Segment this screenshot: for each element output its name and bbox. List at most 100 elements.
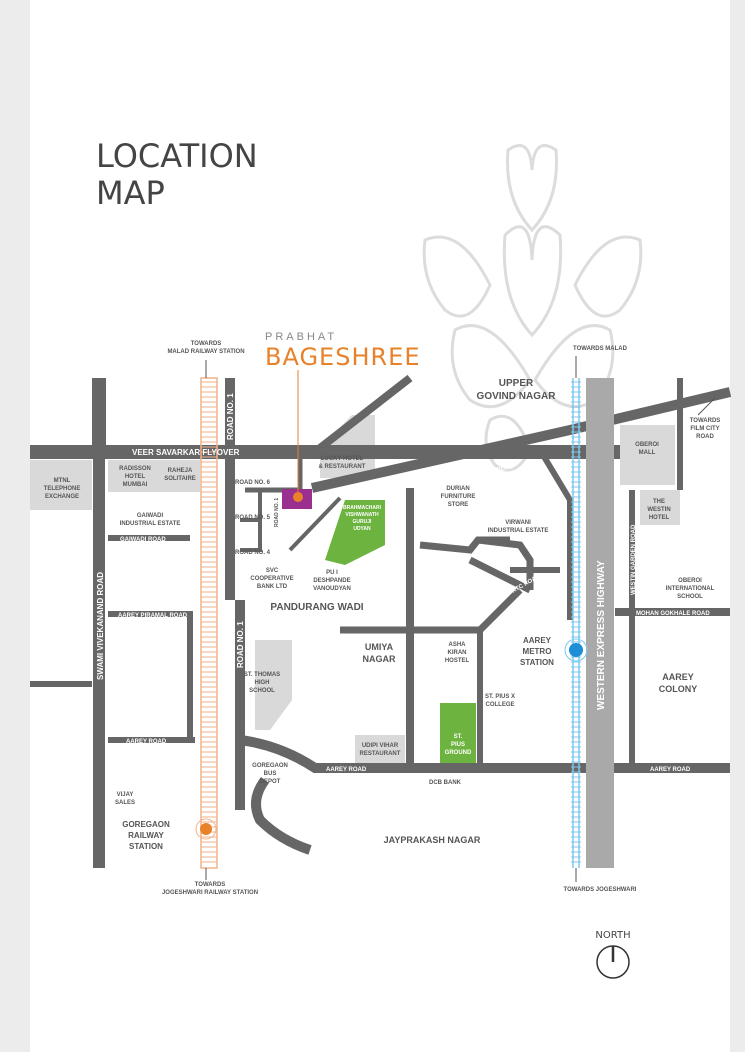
place-mtnl-2: TELEPHONE	[44, 486, 81, 492]
place-lucky-1: LUCKY HOTEL	[321, 456, 364, 462]
place-pandurang-wadi: PANDURANG WADI	[270, 602, 363, 613]
western-express-highway	[586, 378, 614, 868]
label-aarey-piramal: AAREY PIRAMAL ROAD	[118, 613, 188, 619]
place-oberoi-mall-1: OBEROI	[635, 442, 659, 448]
place-udyan-4: UDYAN	[353, 526, 371, 532]
place-ois-1: OBEROI	[678, 578, 702, 584]
mtnl-block	[30, 460, 92, 510]
place-upper-govind-2: GOVIND NAGAR	[477, 391, 557, 402]
place-westin-3: HOTEL	[649, 515, 670, 521]
place-goregaon-station-2: RAILWAY	[128, 831, 164, 840]
place-oberoi-mall-2: MALL	[639, 450, 656, 456]
label-gaiwadi-road: GAIWADI ROAD	[120, 537, 166, 543]
map-title-line2: MAP	[96, 174, 165, 212]
station-ring	[195, 818, 217, 840]
label-flyover: VEER SAVARKAR FLYOVER	[132, 448, 240, 457]
compass-label: NORTH	[595, 930, 630, 941]
place-udipi-1: UDIPI VIHAR	[362, 743, 399, 749]
goregaon-mulund-link-road	[310, 387, 732, 493]
dir-film-city-3: ROAD	[696, 434, 714, 440]
aarey-piramal-road	[108, 611, 193, 740]
place-ois-3: SCHOOL	[677, 594, 703, 600]
direction-labels: TOWARDS MALAD RAILWAY STATION TOWARDS MA…	[162, 341, 720, 896]
label-westin-garden: WESTIN GARDEN ROAD	[631, 524, 637, 595]
site-marker	[293, 492, 303, 502]
place-udyan-1: BRAHMACHARI	[343, 505, 382, 511]
place-radisson-3: MUMBAI	[123, 482, 148, 488]
place-st-thomas-3: SCHOOL	[249, 688, 275, 694]
place-goregaon-station-3: STATION	[129, 842, 163, 851]
map-title-line1: LOCATION	[96, 137, 258, 175]
aarey-metro-marker	[569, 643, 583, 657]
place-gaiwadi-2: INDUSTRIAL ESTATE	[120, 521, 181, 527]
label-aarey-road-mid: AAREY ROAD	[326, 767, 367, 773]
place-udyan-2: VISHWANATH	[345, 512, 379, 518]
place-svc-1: SVC	[266, 568, 279, 574]
place-radisson-2: HOTEL	[125, 474, 146, 480]
place-virwani-1: VIRWANI	[505, 520, 531, 526]
metro-line	[571, 378, 581, 868]
place-dcb-bank: DCB BANK	[429, 780, 462, 786]
dir-malad-station-2: MALAD RAILWAY STATION	[167, 349, 244, 355]
label-road-no-4: ROAD NO. 4	[235, 550, 271, 556]
place-pius-ground-2: PIUS	[451, 742, 465, 748]
place-durian-3: STORE	[448, 502, 469, 508]
place-bus-depot-1: GOREGAON	[252, 763, 288, 769]
place-westin-2: WESTIN	[647, 507, 670, 513]
raheja-block	[160, 460, 200, 492]
label-mohan-gokhale: MOHAN GOKHALE ROAD	[636, 611, 710, 617]
place-jayprakash-nagar: JAYPRAKASH NAGAR	[384, 835, 481, 845]
dir-malad: TOWARDS MALAD	[573, 346, 628, 352]
place-metro-3: STATION	[520, 658, 554, 667]
brand-prefix: PRABHAT	[265, 331, 337, 343]
label-aarey-road-left: AAREY ROAD	[126, 739, 167, 745]
place-mtnl-1: MTNL	[54, 478, 71, 484]
road-no-4-diag	[288, 496, 342, 552]
radisson-block	[108, 460, 162, 492]
place-labels: UPPER GOVIND NAGAR LUCKY HOTEL & RESTAUR…	[44, 378, 715, 851]
place-virwani-2: INDUSTRIAL ESTATE	[488, 528, 549, 534]
place-durian-1: DURIAN	[446, 486, 469, 492]
place-asha-2: KIRAN	[448, 650, 467, 656]
place-goregaon-station-1: GOREGAON	[122, 820, 170, 829]
dir-malad-station-1: TOWARDS	[191, 341, 222, 347]
place-umiya-2: NAGAR	[363, 654, 396, 664]
place-gaiwadi-1: GAIWADI	[137, 513, 164, 519]
label-road-no-1-top: ROAD NO. 1	[226, 393, 235, 440]
label-road-no-1-small: ROAD NO. 1	[274, 498, 280, 527]
roads	[30, 374, 732, 868]
place-asha-1: ASHA	[448, 642, 466, 648]
place-lucky-2: & RESTAURANT	[319, 464, 366, 470]
label-road-no-4-diag: ROAD NO. 4	[293, 516, 318, 541]
oberoi-mall-block	[620, 425, 675, 485]
dir-jogeshwari-station-2: JOGESHWARI RAILWAY STATION	[162, 890, 258, 896]
dir-jogeshwari-station-1: TOWARDS	[195, 882, 226, 888]
label-road-no-5: ROAD NO. 5	[235, 515, 271, 521]
udipi-block	[355, 735, 405, 763]
st-thomas-block	[255, 640, 292, 730]
direction-arrows	[205, 356, 716, 882]
place-pius-college-1: ST. PIUS X	[485, 694, 515, 700]
place-upper-govind-1: UPPER	[499, 378, 534, 389]
place-pius-ground-3: GROUND	[445, 750, 472, 756]
westin-block	[640, 490, 680, 525]
area-blocks	[30, 415, 680, 763]
place-metro-1: AAREY	[523, 636, 552, 645]
dir-film-city-1: TOWARDS	[690, 418, 721, 424]
place-udipi-2: RESTAURANT	[360, 751, 401, 757]
railway-line	[200, 377, 218, 869]
place-pu-3: VANOUDYAN	[313, 586, 351, 592]
dir-jogeshwari: TOWARDS JOGESHWARI	[564, 887, 637, 893]
place-pius-ground-1: ST.	[454, 734, 463, 740]
aarey-road	[239, 735, 730, 773]
place-umiya-1: UMIYA	[365, 642, 394, 652]
place-bus-depot-3: DEPOT	[260, 779, 281, 785]
place-westin-1: THE	[653, 499, 665, 505]
place-pu-2: DESHPANDE	[313, 578, 350, 584]
place-st-thomas-1: ST. THOMAS	[244, 672, 280, 678]
st-pius-ground	[440, 703, 476, 765]
place-aarey-colony-1: AAREY	[662, 672, 694, 682]
label-western-express-highway: WESTERN EXPRESS HIGHWAY	[596, 560, 607, 710]
